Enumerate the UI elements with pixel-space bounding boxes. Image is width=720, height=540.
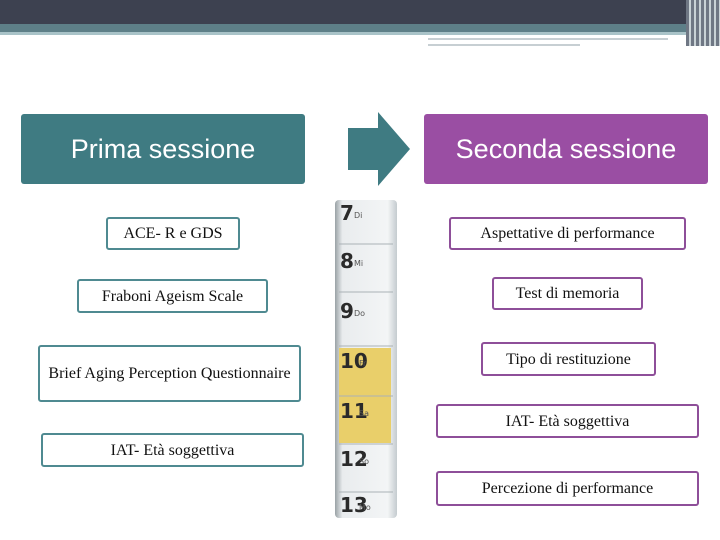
calendar-day-name: Mi	[354, 259, 363, 268]
calendar-day-number: 10	[340, 349, 368, 373]
calendar-day-name: Mo	[359, 503, 371, 512]
decor-line	[428, 38, 668, 40]
calendar-day-number: 7	[340, 201, 354, 225]
calendar-day-name: Di	[354, 211, 362, 220]
calendar-day-number: 9	[340, 299, 354, 323]
top-stripe-light	[0, 32, 720, 35]
top-bar	[0, 0, 720, 24]
calendar-day-number: 12	[340, 447, 368, 471]
right-item-percezione: Percezione di performance	[436, 471, 699, 506]
calendar-day-name: Fr	[359, 359, 367, 368]
calendar-day-number: 8	[340, 249, 354, 273]
calendar-day-name: So	[359, 457, 369, 466]
top-right-decoration	[686, 0, 720, 46]
left-item-iat: IAT- Età soggettiva	[41, 433, 304, 467]
arrow-right-icon	[348, 112, 410, 186]
calendar-day-name: Sa	[359, 409, 369, 418]
left-item-fraboni: Fraboni Ageism Scale	[77, 279, 268, 313]
right-item-iat: IAT- Età soggettiva	[436, 404, 699, 438]
calendar-day-name: Do	[354, 309, 365, 318]
calendar-day-number: 13	[340, 493, 368, 517]
decor-line	[428, 44, 580, 46]
right-item-restituzione: Tipo di restituzione	[481, 342, 656, 376]
calendar-day-number: 11	[340, 399, 368, 423]
right-item-aspettative: Aspettative di performance	[449, 217, 686, 250]
right-item-test-memoria: Test di memoria	[492, 277, 643, 310]
left-item-ace-gds: ACE- R e GDS	[106, 217, 240, 250]
top-stripe	[0, 24, 720, 32]
left-item-bapq: Brief Aging Perception Questionnaire	[38, 345, 301, 402]
header-prima-sessione: Prima sessione	[21, 114, 305, 184]
header-seconda-sessione: Seconda sessione	[424, 114, 708, 184]
